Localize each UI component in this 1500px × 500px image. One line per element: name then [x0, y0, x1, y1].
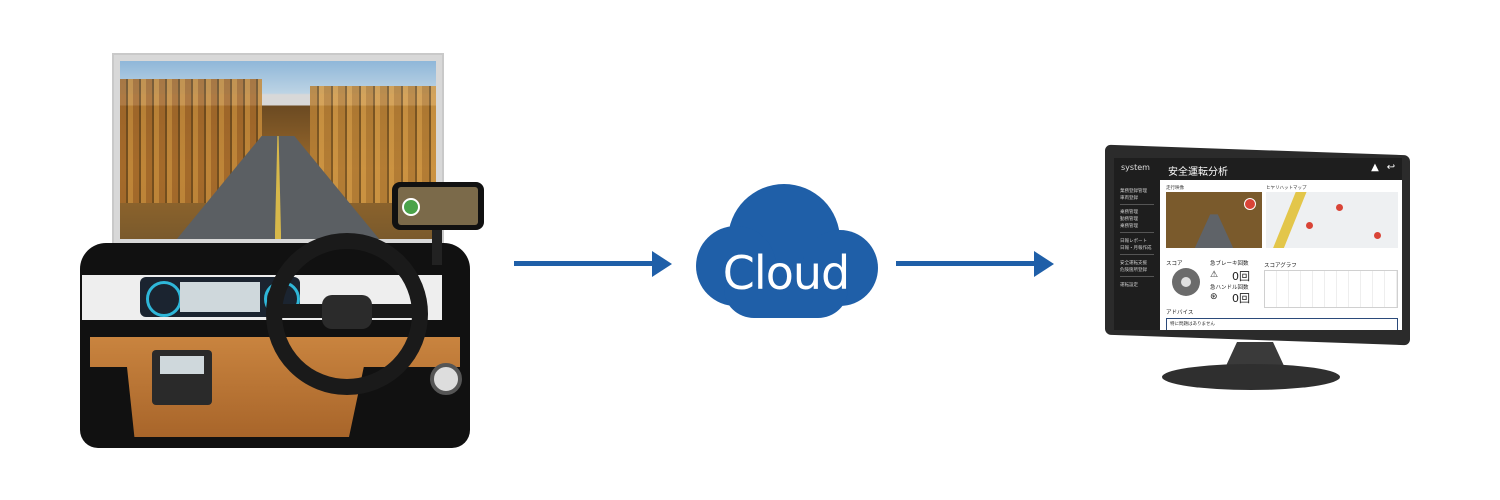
monitor: system 業務登録管理 車両登録 乗務管理 勤務管理 乗務管理 日報レポート…: [1100, 144, 1420, 400]
arrow-right-2-head: [1034, 251, 1054, 277]
sidebar-item[interactable]: 勤務管理: [1120, 217, 1138, 222]
control-knob: [430, 363, 462, 395]
advice-box: 特に問題はありません: [1166, 318, 1398, 330]
screen-sidebar: system 業務登録管理 車両登録 乗務管理 勤務管理 乗務管理 日報レポート…: [1114, 158, 1160, 330]
center-console: [152, 350, 212, 405]
brake-count: 0回: [1232, 270, 1250, 283]
score-chart: [1264, 270, 1398, 308]
cloud-icon: [696, 184, 878, 318]
steer-label: 急ハンドル回数: [1210, 285, 1249, 291]
map-caption: ヒヤリハットマップ: [1266, 186, 1307, 191]
steering-wheel: [266, 233, 428, 395]
monitor-base: [1162, 364, 1340, 390]
driving-simulator: [70, 45, 490, 465]
advice-label: アドバイス: [1166, 310, 1194, 316]
near-miss-map[interactable]: [1266, 192, 1398, 248]
monitor-screen: system 業務登録管理 車両登録 乗務管理 勤務管理 乗務管理 日報レポート…: [1114, 158, 1402, 330]
sidebar-item[interactable]: 車両登録: [1120, 196, 1138, 201]
cloud-label: Cloud: [722, 246, 850, 300]
driving-photo: [1166, 192, 1262, 248]
sidebar-item[interactable]: 乗務管理: [1120, 210, 1138, 215]
forest-road-scene: [120, 61, 436, 239]
back-icon[interactable]: ↩: [1386, 162, 1396, 173]
sidebar-item[interactable]: 乗務管理: [1120, 224, 1138, 229]
alert-icon[interactable]: ▲: [1371, 162, 1379, 173]
score-gauge: [1172, 268, 1200, 296]
steering-icon: ⊛: [1210, 292, 1218, 302]
sidebar-item[interactable]: 安全運転支援: [1120, 261, 1147, 266]
monitor-neck: [1225, 342, 1285, 368]
sidebar-item[interactable]: 危険箇所登録: [1120, 268, 1147, 273]
brake-label: 急ブレーキ回数: [1210, 261, 1249, 267]
arrow-right-2: [896, 261, 1036, 266]
sidebar-item[interactable]: 日報・月報作成: [1120, 246, 1152, 251]
sidebar-item[interactable]: 業務登録管理: [1120, 189, 1147, 194]
phone-mount: [432, 229, 442, 265]
sidebar-item[interactable]: 日報レポート: [1120, 239, 1147, 244]
screen-topbar: 安全運転分析 ▲ ↩: [1160, 158, 1402, 180]
arrow-right-1: [514, 261, 654, 266]
steer-count: 0回: [1232, 292, 1250, 305]
screen-title: 安全運転分析: [1168, 167, 1228, 178]
photo-caption: 走行映像: [1166, 186, 1184, 191]
smartphone: [392, 182, 484, 230]
score-label: スコア: [1166, 261, 1183, 267]
sidebar-title: system: [1121, 163, 1150, 172]
sidebar-item[interactable]: 運転設定: [1120, 283, 1138, 288]
simulator-display: [112, 53, 444, 247]
warning-icon: ⚠: [1210, 270, 1219, 280]
chart-label: スコアグラフ: [1264, 263, 1297, 269]
advice-text: 特に問題はありません: [1170, 322, 1215, 327]
arrow-right-1-head: [652, 251, 672, 277]
